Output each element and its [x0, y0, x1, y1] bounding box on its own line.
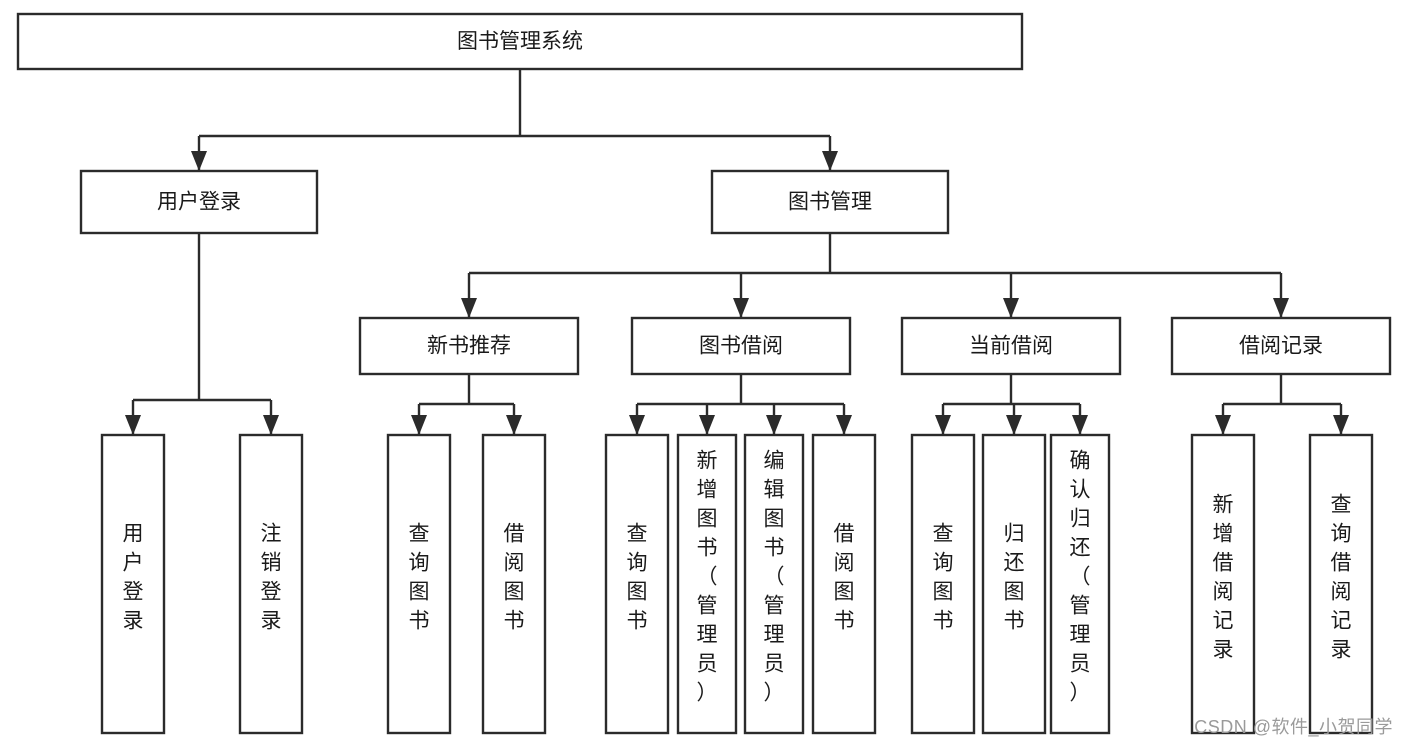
- node-current-borrow-box[interactable]: [900, 316, 1122, 376]
- node-leaf-query-book-2-box[interactable]: [604, 433, 670, 735]
- node-leaf-query-book-2[interactable]: 查询图书: [604, 433, 670, 735]
- arrow-head-icon: [125, 415, 141, 435]
- watermark-text: CSDN @软件_小贺同学: [1194, 717, 1393, 737]
- node-leaf-query-borrow-record-label: 查询借阅记录: [1331, 494, 1352, 662]
- arrow-head-icon: [1003, 298, 1019, 318]
- connector-edges: [125, 69, 1349, 435]
- arrow-head-icon: [836, 415, 852, 435]
- arrow-head-icon: [191, 151, 207, 171]
- node-current-borrow-label: 当前借阅: [969, 335, 1053, 358]
- node-leaf-add-borrow-record-label: 新增借阅记录: [1213, 494, 1234, 662]
- node-leaf-edit-book-admin-box[interactable]: [743, 433, 805, 735]
- node-leaf-query-book-2-label: 查询图书: [627, 523, 648, 633]
- node-leaf-logout-box[interactable]: [238, 433, 304, 735]
- node-leaf-borrow-book-2-box[interactable]: [811, 433, 877, 735]
- node-new-book-recommend-box[interactable]: [358, 316, 580, 376]
- arrow-head-icon: [263, 415, 279, 435]
- node-leaf-query-borrow-record[interactable]: 查询借阅记录: [1308, 433, 1374, 735]
- node-leaf-add-book-admin[interactable]: 新增图书（管理员）: [676, 433, 738, 735]
- node-leaf-borrow-book-2[interactable]: 借阅图书: [811, 433, 877, 735]
- node-leaf-return-book-box[interactable]: [981, 433, 1047, 735]
- node-leaf-confirm-return-admin[interactable]: 确认归还（管理员）: [1049, 433, 1111, 735]
- node-user-login-label: 用户登录: [157, 191, 241, 214]
- arrow-head-icon: [461, 298, 477, 318]
- node-root-system-label: 图书管理系统: [457, 30, 583, 53]
- arrow-head-icon: [699, 415, 715, 435]
- node-leaf-user-login-label: 用户登录: [123, 523, 144, 633]
- node-user-login-box[interactable]: [79, 169, 319, 235]
- node-leaf-query-book-3-label: 查询图书: [933, 523, 954, 633]
- arrow-head-icon: [733, 298, 749, 318]
- node-boxes: 图书管理系统用户登录图书管理新书推荐图书借阅当前借阅借阅记录用户登录注销登录查询…: [16, 12, 1392, 735]
- node-book-borrow-label: 图书借阅: [699, 335, 783, 358]
- node-user-login[interactable]: 用户登录: [79, 169, 319, 235]
- node-leaf-add-book-admin-box[interactable]: [676, 433, 738, 735]
- node-borrow-record[interactable]: 借阅记录: [1170, 316, 1392, 376]
- node-book-manage[interactable]: 图书管理: [710, 169, 950, 235]
- node-book-manage-box[interactable]: [710, 169, 950, 235]
- node-leaf-logout[interactable]: 注销登录: [238, 433, 304, 735]
- node-leaf-edit-book-admin[interactable]: 编辑图书（管理员）: [743, 433, 805, 735]
- arrow-head-icon: [766, 415, 782, 435]
- node-leaf-confirm-return-admin-box[interactable]: [1049, 433, 1111, 735]
- arrow-head-icon: [822, 151, 838, 171]
- node-leaf-return-book[interactable]: 归还图书: [981, 433, 1047, 735]
- node-leaf-borrow-book-1[interactable]: 借阅图书: [481, 433, 547, 735]
- arrow-head-icon: [1006, 415, 1022, 435]
- node-new-book-recommend-label: 新书推荐: [427, 335, 511, 358]
- node-leaf-confirm-return-admin-label: 确认归还（管理员）: [1070, 450, 1091, 705]
- node-book-borrow-box[interactable]: [630, 316, 852, 376]
- node-leaf-add-book-admin-label: 新增图书（管理员）: [697, 450, 718, 705]
- node-book-borrow[interactable]: 图书借阅: [630, 316, 852, 376]
- node-leaf-query-book-1-label: 查询图书: [409, 523, 430, 633]
- arrow-head-icon: [935, 415, 951, 435]
- node-leaf-borrow-book-1-box[interactable]: [481, 433, 547, 735]
- node-leaf-query-book-3-box[interactable]: [910, 433, 976, 735]
- node-book-manage-label: 图书管理: [788, 191, 872, 214]
- arrow-head-icon: [506, 415, 522, 435]
- node-leaf-user-login-box[interactable]: [100, 433, 166, 735]
- node-current-borrow[interactable]: 当前借阅: [900, 316, 1122, 376]
- node-root-system-box[interactable]: [16, 12, 1024, 71]
- node-leaf-logout-label: 注销登录: [261, 523, 282, 633]
- node-leaf-query-book-1[interactable]: 查询图书: [386, 433, 452, 735]
- arrow-head-icon: [411, 415, 427, 435]
- node-leaf-query-book-3[interactable]: 查询图书: [910, 433, 976, 735]
- node-borrow-record-label: 借阅记录: [1239, 335, 1323, 358]
- node-new-book-recommend[interactable]: 新书推荐: [358, 316, 580, 376]
- arrow-head-icon: [629, 415, 645, 435]
- arrow-head-icon: [1215, 415, 1231, 435]
- node-leaf-borrow-book-2-label: 借阅图书: [834, 523, 855, 633]
- node-leaf-user-login[interactable]: 用户登录: [100, 433, 166, 735]
- arrow-head-icon: [1072, 415, 1088, 435]
- node-leaf-borrow-book-1-label: 借阅图书: [504, 523, 525, 633]
- node-leaf-add-borrow-record-box[interactable]: [1190, 433, 1256, 735]
- node-root-system[interactable]: 图书管理系统: [16, 12, 1024, 71]
- arrow-head-icon: [1333, 415, 1349, 435]
- node-borrow-record-box[interactable]: [1170, 316, 1392, 376]
- arrow-head-icon: [1273, 298, 1289, 318]
- node-leaf-add-borrow-record[interactable]: 新增借阅记录: [1190, 433, 1256, 735]
- node-leaf-query-book-1-box[interactable]: [386, 433, 452, 735]
- node-leaf-edit-book-admin-label: 编辑图书（管理员）: [764, 450, 785, 705]
- node-leaf-query-borrow-record-box[interactable]: [1308, 433, 1374, 735]
- node-leaf-return-book-label: 归还图书: [1004, 523, 1025, 633]
